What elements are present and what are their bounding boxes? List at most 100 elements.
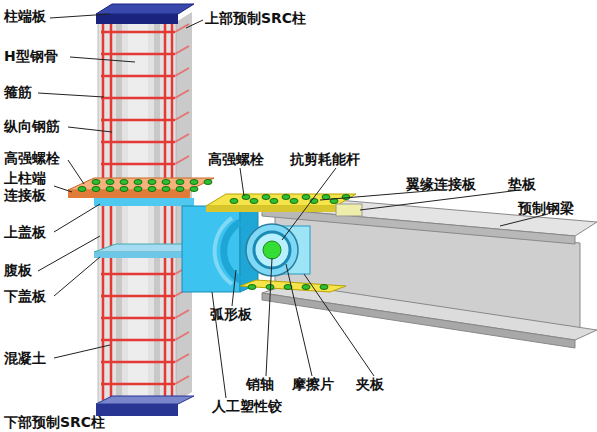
part-label: 弧形板	[210, 306, 252, 323]
part-label: 垫板	[508, 176, 536, 193]
part-label: 下部预制SRC柱	[4, 414, 105, 431]
bolt	[162, 180, 170, 185]
part-label: 抗剪耗能杆	[290, 151, 360, 168]
longitudinal-rebar	[110, 22, 113, 400]
bolt	[134, 187, 142, 192]
rebar-group	[101, 22, 189, 400]
stirrup	[175, 134, 189, 142]
part-label: 高强螺栓	[208, 151, 264, 168]
bolt	[204, 180, 212, 185]
part-label: 人工塑性铰	[212, 398, 282, 415]
bolt	[248, 285, 256, 290]
arc-plate	[215, 218, 232, 284]
h-steel-flange	[154, 22, 160, 402]
steel-beam	[262, 196, 597, 348]
part-label: 下盖板	[4, 288, 46, 305]
part-label: 上柱端 连接板	[4, 170, 52, 204]
bolt	[92, 187, 100, 192]
bolt	[148, 187, 156, 192]
upper-cover-plate	[94, 198, 194, 206]
bolt	[230, 199, 238, 204]
stirrup	[101, 31, 175, 34]
leader-line	[360, 190, 520, 210]
part-label: 高强螺栓	[4, 150, 60, 167]
lower-cover-plate-front	[94, 252, 194, 258]
stirrup	[101, 53, 175, 56]
stirrup	[101, 119, 175, 122]
leader-line	[38, 93, 104, 97]
beam-bottom-flange-edge	[262, 293, 575, 348]
stirrup	[101, 339, 175, 342]
longitudinal-rebar	[171, 22, 174, 400]
leader-line	[68, 127, 112, 132]
part-label: 上部预制SRC柱	[205, 10, 306, 27]
bolt	[302, 285, 310, 290]
shim-plate	[336, 204, 362, 216]
top-end-plate	[96, 4, 194, 14]
bolt	[148, 180, 156, 185]
stirrup	[175, 46, 189, 54]
leader-line	[54, 204, 100, 232]
leader-line	[282, 168, 336, 240]
bolt	[190, 187, 198, 192]
bolt	[302, 195, 310, 200]
leader-line	[266, 258, 272, 376]
leader-line	[68, 160, 84, 184]
leader-line	[240, 168, 244, 196]
bolt	[270, 199, 278, 204]
stirrup	[175, 90, 189, 98]
bolt	[290, 199, 298, 204]
flange-connection-plate	[206, 194, 356, 206]
part-label: 箍筋	[4, 84, 32, 101]
leader-line	[54, 186, 72, 192]
upper-connection-plate-front	[68, 190, 190, 198]
bolt	[106, 180, 114, 185]
h-steel-flange	[116, 22, 122, 402]
leader-line	[54, 257, 100, 296]
stirrup	[175, 332, 189, 340]
part-label: 纵向钢筋	[4, 118, 60, 135]
bolt	[162, 187, 170, 192]
leader-line	[54, 345, 110, 358]
leader-line	[50, 14, 110, 18]
part-label: 摩擦片	[292, 376, 334, 393]
stirrup	[101, 97, 175, 100]
bolt	[242, 195, 250, 200]
stirrup	[175, 354, 189, 362]
part-label: 预制钢梁	[518, 200, 574, 217]
part-label: 混凝土	[4, 350, 46, 367]
connector-block	[182, 206, 240, 292]
bolt	[176, 187, 184, 192]
bolt	[322, 195, 330, 200]
bolt	[190, 180, 198, 185]
joint	[68, 178, 362, 292]
stirrup	[101, 75, 175, 78]
leader-lines	[38, 14, 548, 398]
bolt-group	[78, 180, 350, 290]
part-label: 上盖板	[4, 224, 46, 241]
stirrup	[175, 310, 189, 318]
clamp-ring	[246, 224, 298, 276]
stirrup	[101, 163, 175, 166]
leader-line	[304, 274, 374, 376]
part-label: 销轴	[246, 376, 274, 393]
stirrup	[175, 156, 189, 164]
stirrup	[101, 141, 175, 144]
part-label: 翼缘连接板	[406, 176, 476, 193]
stirrup	[101, 383, 175, 386]
stirrup	[101, 295, 175, 298]
bottom-flange-plate	[240, 280, 346, 292]
bottom-end-plate-front	[96, 404, 178, 416]
part-label: 柱端板	[4, 8, 46, 25]
part-label: H型钢骨	[4, 48, 58, 65]
leader-line	[232, 270, 236, 306]
bolt	[320, 285, 328, 290]
src-column	[96, 4, 194, 416]
arc-plate	[224, 222, 240, 280]
stirrup	[101, 361, 175, 364]
bolt	[106, 187, 114, 192]
h-steel-web	[128, 22, 148, 402]
bolt	[342, 195, 350, 200]
